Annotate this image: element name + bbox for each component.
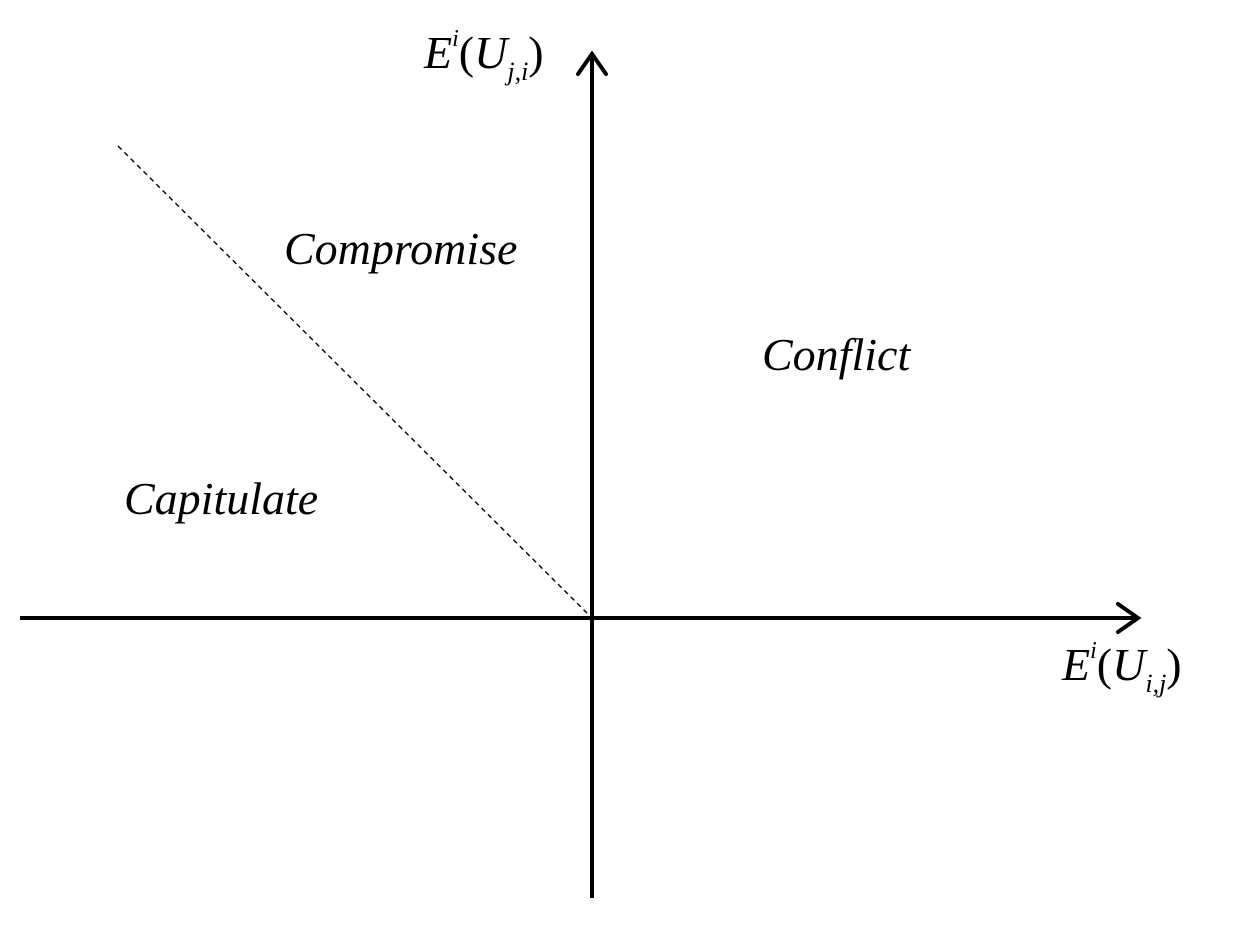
region-label-compromise: Compromise [284,223,518,274]
region-label-capitulate: Capitulate [124,473,319,524]
x-axis-arrowhead [1116,602,1142,634]
y-axis-label: Ei(Uj,i) [424,26,544,86]
dashed-boundary-line [117,145,591,617]
y-axis-arrowhead [576,50,608,76]
region-label-conflict: Conflict [762,329,911,380]
x-axis-label: Ei(Ui,j) [1062,638,1182,698]
